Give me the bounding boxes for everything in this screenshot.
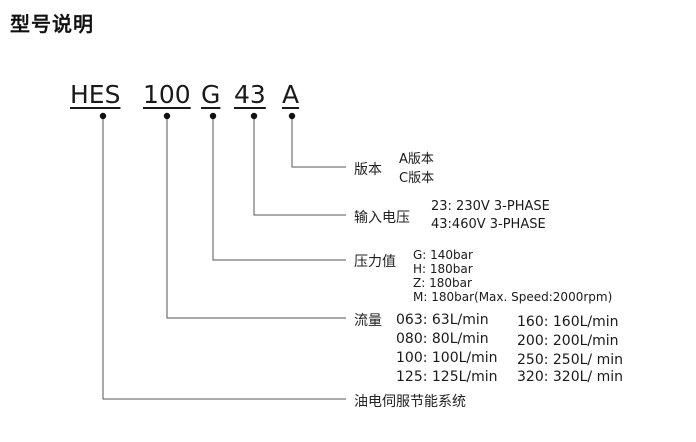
model-code-flow: 100 — [143, 80, 191, 109]
dot-version — [288, 112, 296, 120]
dot-flow — [163, 112, 171, 120]
voltage-label: 输入电压 — [354, 210, 410, 226]
pressure-option-h: H: 180bar — [413, 262, 473, 276]
leader-voltage — [253, 116, 346, 216]
leader-flow — [166, 116, 346, 319]
model-code-pressure: G — [201, 80, 221, 109]
dot-series — [99, 112, 107, 120]
flow-option-100: 100: 100L/min — [396, 350, 498, 366]
voltage-option-23: 23: 230V 3-PHASE — [431, 199, 550, 214]
pressure-option-g: G: 140bar — [413, 248, 473, 262]
pressure-option-z: Z: 180bar — [413, 276, 472, 290]
dot-voltage — [250, 112, 258, 120]
page-title: 型号说明 — [10, 12, 94, 36]
version-option-c: C版本 — [399, 171, 435, 186]
flow-option-160: 160: 160L/min — [517, 314, 619, 330]
pressure-option-m: M: 180bar(Max. Speed:2000rpm) — [413, 290, 613, 304]
leader-system — [102, 116, 346, 400]
version-option-a: A版本 — [399, 152, 434, 167]
leader-pressure — [212, 116, 346, 261]
flow-label: 流量 — [354, 313, 382, 329]
model-code-series: HES — [70, 80, 121, 109]
version-label: 版本 — [354, 162, 382, 178]
model-code-version: A — [282, 80, 300, 109]
dot-pressure — [209, 112, 217, 120]
pressure-label: 压力值 — [354, 254, 396, 270]
flow-option-250: 250: 250L/ min — [517, 352, 623, 368]
system-label: 油电伺服节能系统 — [354, 394, 466, 410]
flow-option-125: 125: 125L/min — [396, 369, 498, 385]
flow-option-063: 063: 63L/min — [396, 312, 489, 328]
flow-option-320: 320: 320L/ min — [517, 369, 623, 385]
flow-option-200: 200: 200L/min — [517, 333, 619, 349]
flow-option-080: 080: 80L/min — [396, 331, 489, 347]
voltage-option-43: 43:460V 3-PHASE — [431, 217, 546, 232]
model-code-voltage: 43 — [234, 80, 266, 109]
leader-version — [291, 116, 346, 168]
